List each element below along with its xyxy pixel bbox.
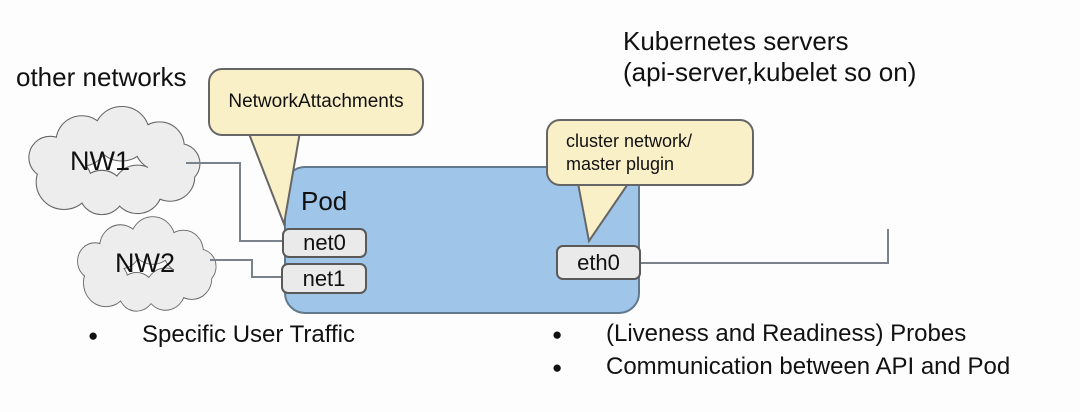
cloud-nw1-label: NW1: [70, 146, 130, 176]
line-eth0-to-servers: [640, 229, 889, 264]
network-attachments-callout: NetworkAttachments: [208, 68, 424, 136]
interface-net1-label: net1: [302, 265, 346, 291]
other-networks-label: other networks: [16, 62, 187, 92]
pod-label: Pod: [301, 186, 348, 216]
bullet-specific-user-traffic-text: Specific User Traffic: [142, 321, 355, 348]
network-attachments-callout-text: NetworkAttachments: [228, 91, 404, 112]
line-nw1-to-net0: [186, 162, 284, 242]
bullet-communication: ● Communication between API and Pod: [552, 353, 1010, 381]
interface-eth0-label: eth0: [577, 249, 620, 275]
interface-eth0: eth0: [556, 245, 641, 280]
kubernetes-servers-label: Kubernetes servers (api-server,kubelet s…: [623, 26, 917, 87]
bullet-specific-user-traffic: ● Specific User Traffic: [88, 321, 355, 349]
bullet-dot-icon: ●: [552, 324, 563, 344]
bullet-communication-text: Communication between API and Pod: [606, 353, 1011, 380]
bullet-probes-text: (Liveness and Readiness) Probes: [606, 320, 967, 347]
bullet-dot-icon: ●: [88, 325, 99, 345]
interface-net1: net1: [281, 263, 367, 294]
line-nw2-to-net1: [210, 259, 284, 278]
bullet-dot-icon: ●: [552, 357, 563, 377]
interface-net0: net0: [282, 228, 367, 258]
cloud-nw2-label: NW2: [115, 248, 175, 278]
cluster-network-callout-text: cluster network/ master plugin: [566, 130, 693, 174]
cluster-network-callout: cluster network/ master plugin: [546, 119, 754, 186]
bullet-probes: ● (Liveness and Readiness) Probes: [552, 320, 966, 348]
interface-net0-label: net0: [303, 230, 346, 255]
